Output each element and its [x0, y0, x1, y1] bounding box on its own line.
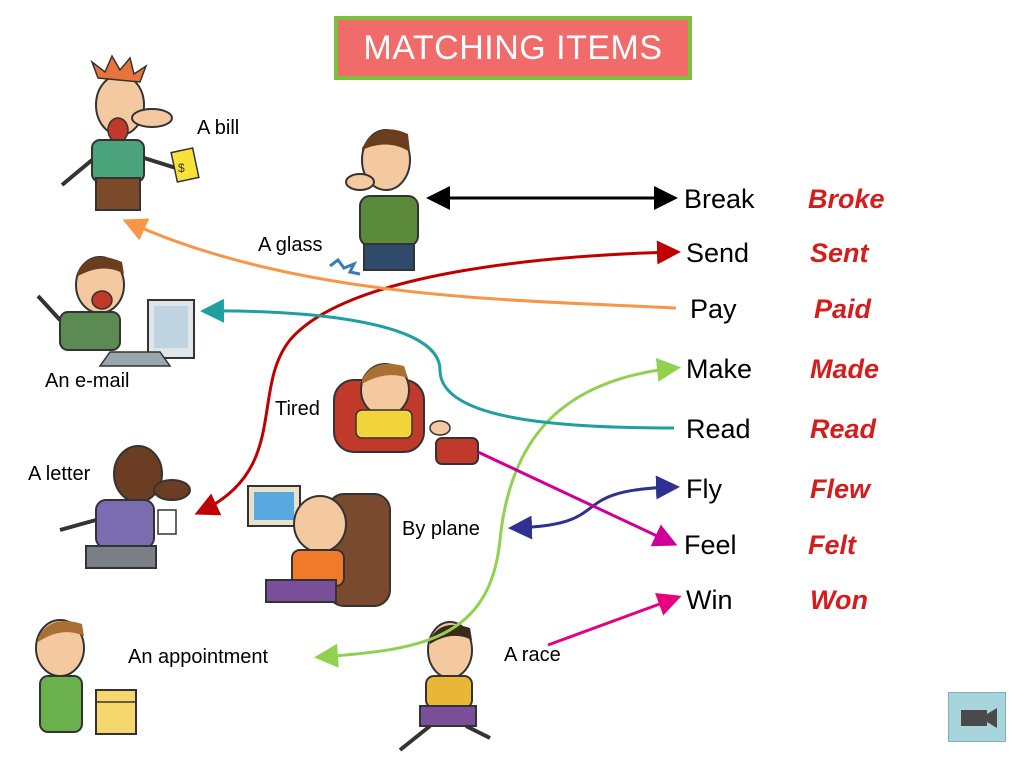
- svg-text:$: $: [178, 161, 185, 175]
- arrow-feel-tired: [477, 450, 678, 547]
- letter-man-illustration: [59, 445, 191, 569]
- verb-base: Pay: [690, 294, 737, 324]
- label-a-bill: A bill: [197, 117, 240, 139]
- verb-base: Fly: [686, 474, 722, 504]
- verb-past: Won: [810, 585, 868, 615]
- label-a-race: A race: [504, 644, 561, 666]
- verb-base: Read: [686, 414, 751, 444]
- verb-base: Break: [684, 184, 755, 214]
- verb-past: Broke: [808, 184, 885, 214]
- label-a-glass: A glass: [258, 234, 323, 256]
- arrow-pay-bill: [122, 218, 677, 310]
- verb-past: Sent: [810, 238, 869, 268]
- bill-man-illustration: $: [60, 54, 200, 211]
- arrow-make-appointment: [314, 357, 681, 668]
- video-button[interactable]: [948, 692, 1006, 742]
- label-by-plane: By plane: [402, 518, 480, 540]
- verb-past: Read: [810, 414, 877, 444]
- arrow-send-letter: [194, 240, 681, 516]
- page-title: MATCHING ITEMS: [363, 28, 663, 67]
- appointment-man-illustration: [35, 619, 137, 735]
- verb-base: Send: [686, 238, 750, 268]
- label-a-letter: A letter: [28, 463, 91, 485]
- title-box: MATCHING ITEMS: [334, 16, 692, 80]
- arrow-fly-plane: [508, 475, 680, 540]
- verb-past: Flew: [810, 474, 871, 504]
- verb-base: Win: [686, 585, 733, 615]
- email-man-illustration: [36, 256, 195, 367]
- verb-past: Paid: [814, 294, 872, 324]
- label-an-email: An e-mail: [45, 370, 130, 392]
- verb-base: Make: [686, 354, 753, 384]
- arrow-read-email: [200, 298, 675, 430]
- verb-past: Felt: [808, 530, 857, 560]
- label-an-appointment: An appointment: [128, 646, 269, 668]
- verb-base: Feel: [684, 530, 737, 560]
- verb-past: Made: [810, 354, 880, 384]
- arrow-win-race: [547, 592, 682, 647]
- label-tired: Tired: [275, 398, 320, 420]
- video-camera-icon: [961, 708, 997, 728]
